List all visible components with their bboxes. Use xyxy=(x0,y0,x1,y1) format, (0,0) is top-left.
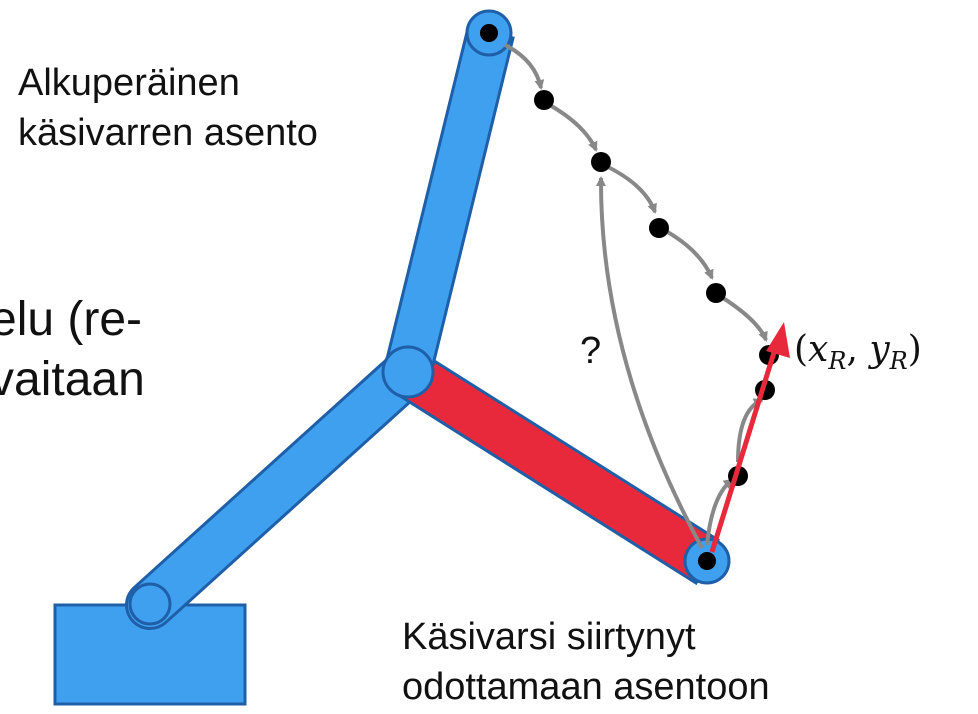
original-forearm-link xyxy=(383,26,515,379)
question-mark-label: ? xyxy=(580,330,602,372)
lower-arm-link xyxy=(128,350,430,627)
original-end-effector-point xyxy=(480,24,498,42)
target-point-label: (xR, yR) xyxy=(794,329,922,375)
error-vector xyxy=(709,345,779,553)
waypoint-dot xyxy=(649,218,669,238)
path-arrow xyxy=(605,164,657,214)
path-arrow xyxy=(547,102,598,152)
y-symbol: y xyxy=(869,329,890,370)
x-symbol: x xyxy=(808,329,829,370)
unknown-path-arrow xyxy=(595,176,704,549)
original-pose-label-line2: käsivarren asento xyxy=(18,112,318,154)
base-joint xyxy=(128,582,172,626)
paren-close: ) xyxy=(907,329,922,370)
paren-open: ( xyxy=(794,329,809,370)
waypoint-dot xyxy=(706,283,726,303)
original-pose-label-line1: Alkuperäinen xyxy=(18,62,240,104)
x-subscript: R xyxy=(828,347,847,375)
partial-text-line1: elu (re- xyxy=(0,293,143,346)
waypoint-dot xyxy=(591,152,611,172)
path-arrow xyxy=(718,294,768,342)
error-vector-head xyxy=(766,322,790,358)
waypoint-dot xyxy=(534,90,554,110)
partial-text-line2: vaitaan xyxy=(0,353,145,406)
separator: , xyxy=(846,329,870,370)
path-arrow xyxy=(663,228,714,280)
moved-forearm-link xyxy=(395,349,720,586)
moved-end-effector-point xyxy=(698,552,716,570)
path-arrow xyxy=(504,43,545,90)
elbow-joint xyxy=(381,345,435,399)
y-subscript: R xyxy=(889,347,908,375)
moved-arm-label-line1: Käsivarsi siirtynyt xyxy=(402,616,696,658)
moved-arm-label-line2: odottamaan asentoon xyxy=(402,666,770,708)
path-arrow xyxy=(705,478,734,546)
